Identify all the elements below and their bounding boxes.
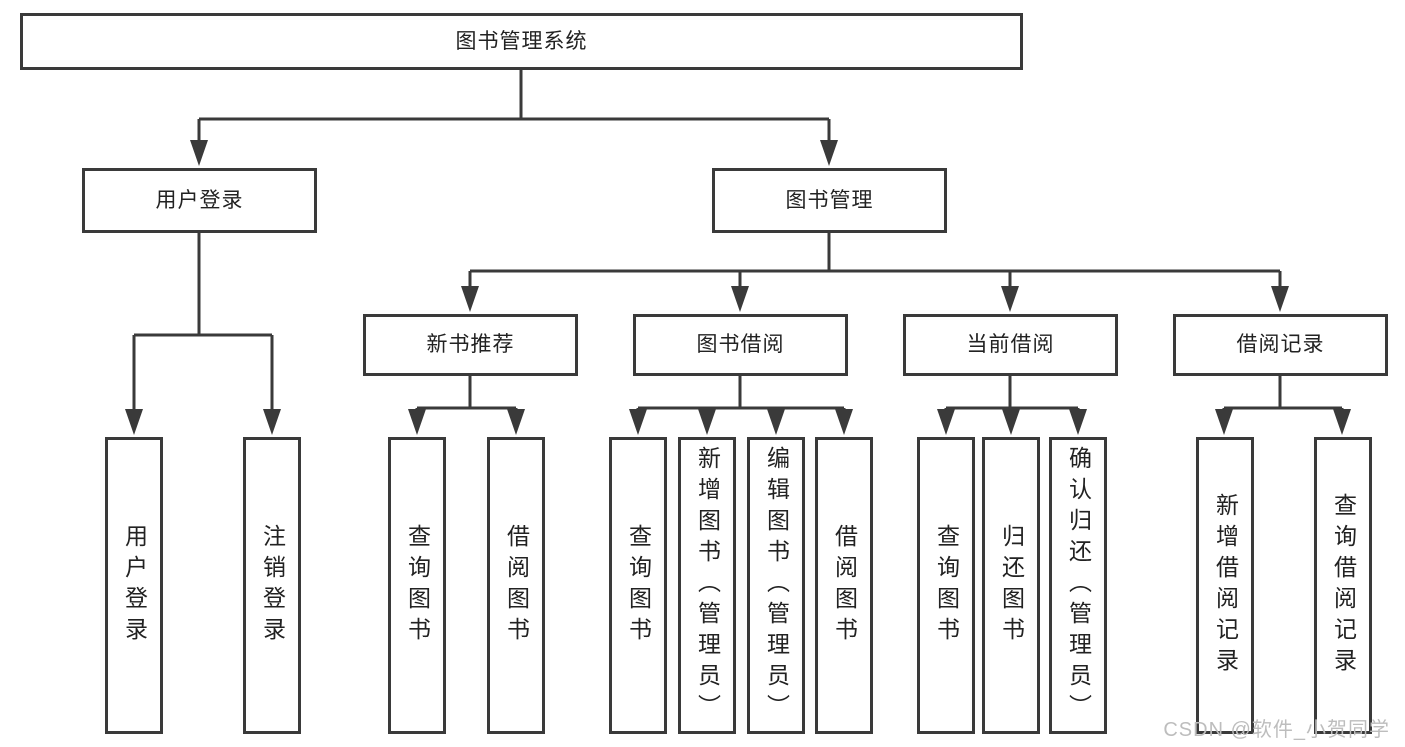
- node-leaf-return-books: 归还图书: [982, 437, 1040, 734]
- node-leaf-logout: 注销登录: [243, 437, 301, 734]
- node-current-borrowing: 当前借阅: [903, 314, 1118, 376]
- node-leaf-user-login: 用户登录: [105, 437, 163, 734]
- node-leaf-edit-books-admin: 编辑图书（管理员）: [747, 437, 805, 734]
- node-book-management: 图书管理: [712, 168, 947, 233]
- node-new-book-recommendation: 新书推荐: [363, 314, 578, 376]
- node-leaf-query-books-current: 查询图书: [917, 437, 975, 734]
- node-leaf-add-books-admin: 新增图书（管理员）: [678, 437, 736, 734]
- node-library-management-system: 图书管理系统: [20, 13, 1023, 70]
- csdn-watermark: CSDN @软件_小贺同学: [1163, 719, 1390, 741]
- node-leaf-borrow-books-recommend: 借阅图书: [487, 437, 545, 734]
- node-leaf-borrow-books: 借阅图书: [815, 437, 873, 734]
- node-user-login: 用户登录: [82, 168, 317, 233]
- node-leaf-query-books-borrow: 查询图书: [609, 437, 667, 734]
- arrowhead-icons: [125, 140, 1351, 435]
- node-leaf-confirm-return-admin: 确认归还（管理员）: [1049, 437, 1107, 734]
- node-borrowing-records: 借阅记录: [1173, 314, 1388, 376]
- node-leaf-add-borrow-record: 新增借阅记录: [1196, 437, 1254, 734]
- node-leaf-query-borrow-record: 查询借阅记录: [1314, 437, 1372, 734]
- node-leaf-query-books-recommend: 查询图书: [388, 437, 446, 734]
- node-book-borrowing: 图书借阅: [633, 314, 848, 376]
